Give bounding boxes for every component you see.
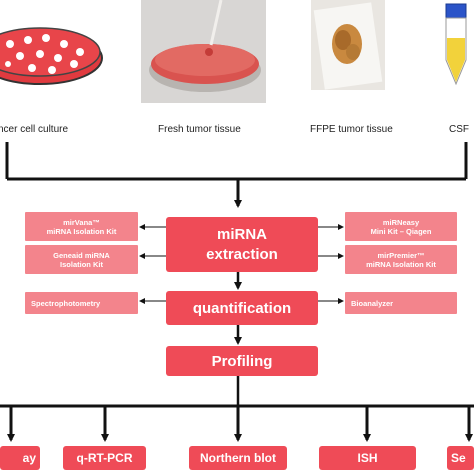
source-label-cancer-cell-culture: ncer cell culture — [0, 124, 69, 135]
kit-geneaid: Geneaid miRNA Isolation Kit — [25, 245, 138, 274]
method-sequencing: Se — [447, 446, 474, 470]
quantification-spectrophotometry: Spectrophotometry — [25, 292, 138, 314]
cancer-cell-culture-dish-image — [0, 0, 105, 100]
kit-mirpremier: mirPremier™ miRNA Isolation Kit — [345, 245, 457, 274]
mirna-extraction-step: miRNA extraction — [166, 217, 318, 272]
source-label-fresh-tumor-tissue: Fresh tumor tissue — [158, 124, 241, 135]
quantification-step: quantification — [166, 291, 318, 325]
csf-tube-image — [438, 0, 474, 90]
source-label-csf: CSF — [449, 124, 469, 135]
fresh-tumor-tissue-image — [141, 0, 266, 103]
method-qrt-pcr: q-RT-PCR — [63, 446, 146, 470]
quantification-bioanalyzer: Bioanalyzer — [345, 292, 457, 314]
profiling-step: Profiling — [166, 346, 318, 376]
kit-mirvana: mirVana™ miRNA Isolation Kit — [25, 212, 138, 241]
method-array: ay — [0, 446, 40, 470]
method-ish: ISH — [319, 446, 416, 470]
source-label-ffpe-tumor-tissue: FFPE tumor tissue — [310, 124, 393, 135]
method-northern-blot: Northern blot — [189, 446, 287, 470]
kit-mirneasy: miRNeasy Mini Kit – Qiagen — [345, 212, 457, 241]
ffpe-tumor-tissue-image — [311, 0, 385, 90]
